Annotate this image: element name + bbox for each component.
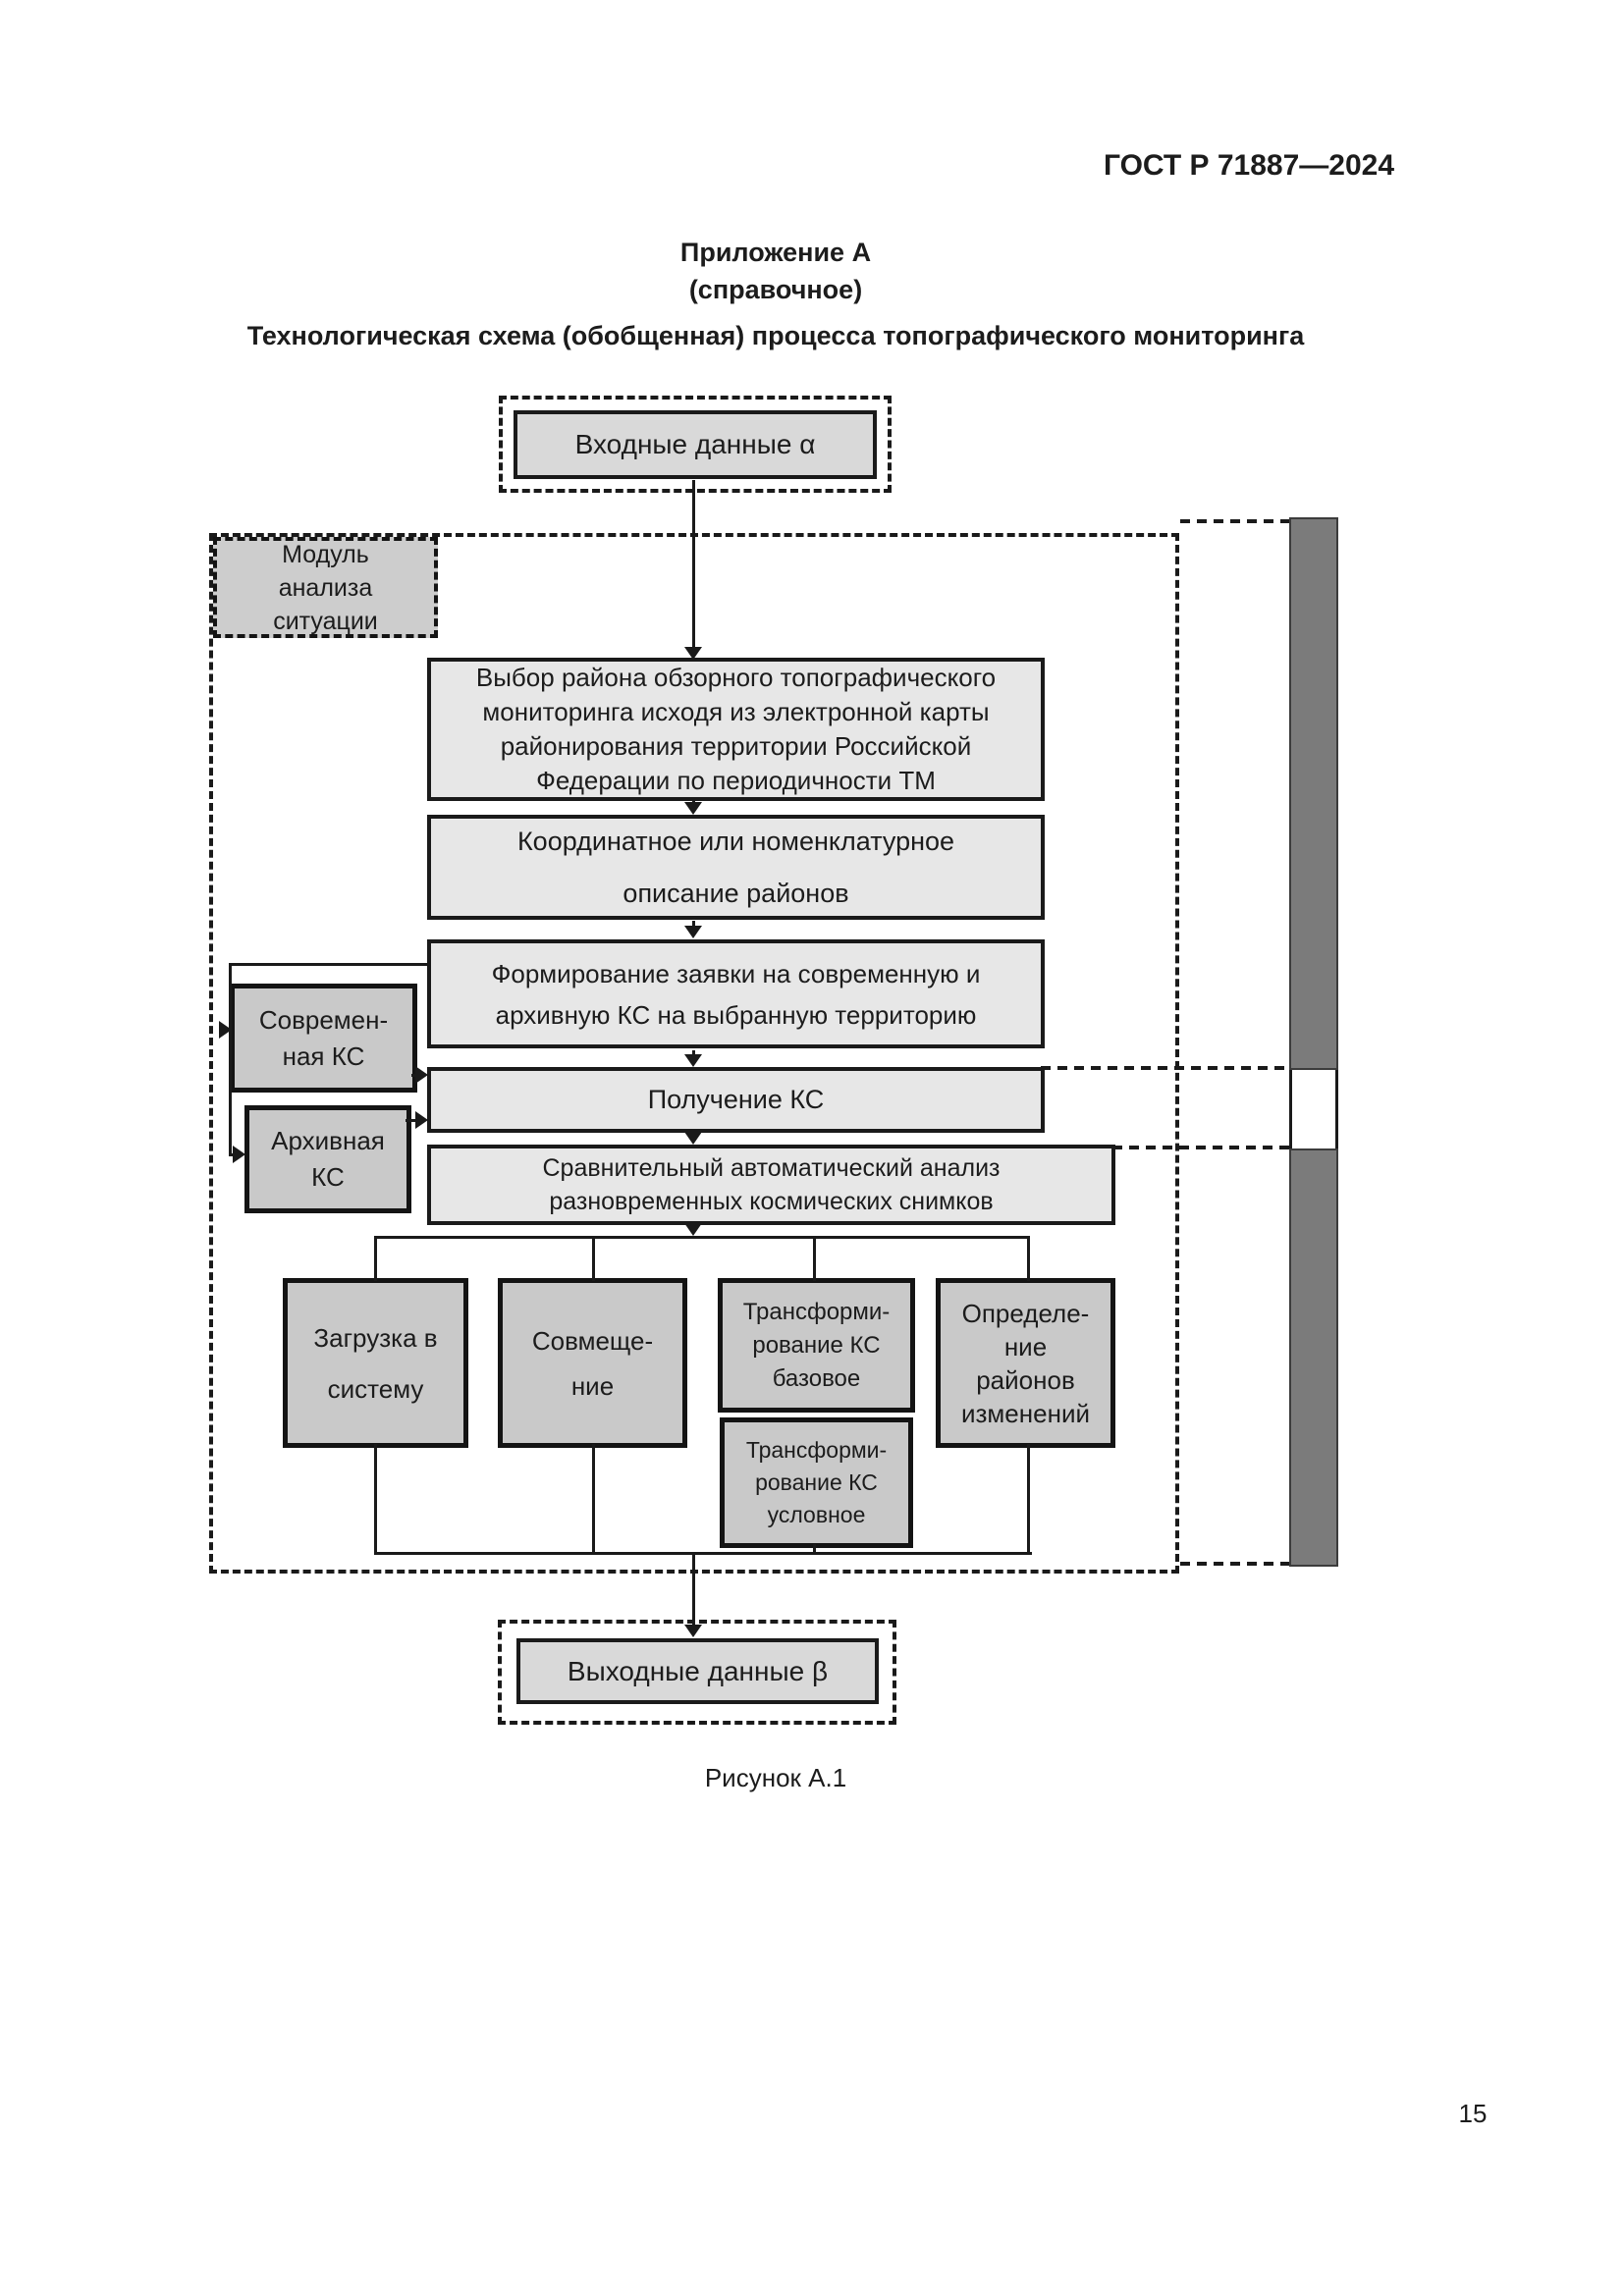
collect-drop-line xyxy=(374,1444,377,1555)
split-drop-line xyxy=(813,1236,816,1281)
arrow-down-icon xyxy=(684,926,702,938)
dotted-link-analysis xyxy=(1112,1146,1289,1149)
figure-caption: Рисунок А.1 xyxy=(704,1763,847,1792)
step-request-formation-box: Формирование заявки на современную и арх… xyxy=(427,939,1045,1048)
arrow-right-icon xyxy=(219,1021,232,1039)
split-drop-line xyxy=(1027,1236,1030,1281)
collect-drop-line xyxy=(592,1444,595,1555)
arrow-down-icon xyxy=(684,1132,702,1145)
input-data-box: Входные данные α xyxy=(514,410,877,479)
line-coordinate-to-request xyxy=(692,921,695,929)
arrow-right-icon xyxy=(415,1066,428,1084)
page-number: 15 xyxy=(1458,2099,1488,2128)
arrow-right-icon xyxy=(415,1111,428,1129)
output-data-frame xyxy=(498,1620,896,1725)
line-request-to-sources-side xyxy=(229,963,232,1155)
output-data-box: Выходные данные β xyxy=(516,1638,879,1704)
op-load-to-system-box: Загрузка в систему xyxy=(283,1278,468,1448)
analysis-module-box: Модуль анализа ситуации xyxy=(213,537,438,638)
dotted-link-top xyxy=(1180,519,1289,523)
modern-ks-box: Современ- ная КС xyxy=(230,984,417,1093)
appendix-heading: Приложение А (справочное) xyxy=(283,234,1269,308)
side-bar-upper xyxy=(1289,517,1338,1070)
line-archive-to-receive xyxy=(406,1119,417,1122)
split-drop-line xyxy=(374,1236,377,1281)
step-coordinate-description-box: Координатное или номенклатурное описание… xyxy=(427,815,1045,920)
archive-ks-box: Архивная КС xyxy=(244,1105,411,1213)
appendix-type: (справочное) xyxy=(688,275,863,304)
dotted-link-receive xyxy=(1041,1066,1289,1070)
line-to-output xyxy=(692,1554,695,1627)
step-select-region-box: Выбор района обзорного топографического … xyxy=(427,658,1045,801)
dotted-link-bottom xyxy=(1180,1562,1289,1566)
side-bar-lower xyxy=(1289,1148,1338,1567)
scheme-title: Технологическая схема (обобщенная) проце… xyxy=(246,321,1305,350)
arrow-down-icon xyxy=(684,1054,702,1067)
step-comparative-analysis-box: Сравнительный автоматический анализ разн… xyxy=(427,1145,1115,1225)
op-transform-conditional-box: Трансформи- рование КС условное xyxy=(720,1417,913,1548)
split-bus-line xyxy=(374,1236,1030,1239)
op-change-detection-box: Определе- ние районов изменений xyxy=(936,1278,1115,1448)
collect-drop-line xyxy=(1027,1444,1030,1555)
standard-code: ГОСТ Р 71887—2024 xyxy=(1103,149,1394,182)
side-bar-gap xyxy=(1289,1070,1338,1148)
arrow-down-icon xyxy=(684,647,702,660)
op-transform-base-box: Трансформи- рование КС базовое xyxy=(718,1278,915,1413)
arrow-right-icon xyxy=(233,1146,245,1163)
input-data-frame xyxy=(499,396,892,493)
arrow-down-icon xyxy=(684,802,702,815)
arrow-down-icon xyxy=(684,1625,702,1637)
collect-bus-line xyxy=(374,1552,1032,1555)
line-input-to-select xyxy=(692,480,695,649)
arrow-down-icon xyxy=(684,1223,702,1236)
split-drop-line xyxy=(592,1236,595,1281)
appendix-title: Приложение А xyxy=(679,238,872,267)
collect-drop-line xyxy=(813,1544,816,1555)
op-alignment-box: Совмеще- ние xyxy=(498,1278,687,1448)
line-request-to-sources-top xyxy=(229,963,427,966)
step-receive-ks-box: Получение КС xyxy=(427,1067,1045,1133)
